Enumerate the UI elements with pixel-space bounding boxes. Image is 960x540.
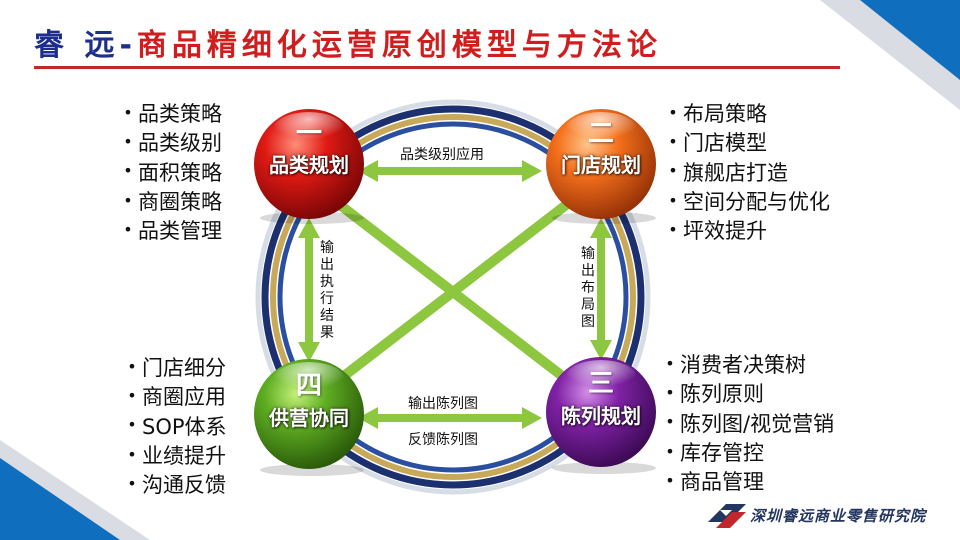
node-3-list: 消费者决策树 陈列原则 陈列图/视觉营销 库存管控 商品管理 [660, 351, 834, 497]
node-3-name: 陈列规划 [561, 404, 641, 428]
sphere-4 [254, 359, 364, 476]
list-item: 门店细分 [122, 354, 227, 383]
arrow-top [358, 160, 542, 182]
logo-mark-icon [708, 504, 746, 528]
title-underline [34, 66, 840, 69]
list-item: 商圈策略 [118, 188, 222, 217]
list-item: 门店模型 [663, 129, 830, 158]
title-main: 商品精细化运营原创模型与方法论 [136, 28, 662, 63]
list-item: 品类策略 [118, 100, 222, 129]
node-1-name: 品类规划 [269, 153, 349, 177]
list-item: 商品管理 [660, 468, 834, 497]
list-item: 布局策略 [663, 100, 830, 129]
arrow-right [590, 218, 612, 360]
list-item: 空间分配与优化 [663, 188, 830, 217]
node-1-list: 品类策略 品类级别 面积策略 商圈策略 品类管理 [118, 100, 222, 246]
sphere-1 [254, 109, 364, 224]
node-2-number: 二 [587, 119, 614, 149]
background-rings [255, 99, 651, 495]
corner-bottom-left-decoration [0, 440, 150, 540]
logo-text: 深圳睿远商业零售研究院 [750, 507, 927, 525]
institute-logo: 深圳睿远商业零售研究院 [706, 498, 956, 532]
node-4-name: 供营协同 [269, 406, 349, 430]
sphere-2 [546, 109, 656, 224]
edge-label-left: 输出执行结果 [320, 240, 334, 341]
page-title: 睿 远-商品精细化运营原创模型与方法论 [34, 20, 662, 64]
sphere-3 [546, 357, 656, 474]
arrows [298, 160, 612, 429]
list-item: 面积策略 [118, 159, 222, 188]
title-brand: 睿 远- [34, 28, 137, 63]
arrow-bottom [358, 407, 542, 429]
list-item: 沟通反馈 [122, 471, 227, 500]
edge-label-bottom-lower: 反馈陈列图 [408, 432, 478, 448]
list-item: 旗舰店打造 [663, 159, 830, 188]
node-2-name: 门店规划 [561, 153, 641, 177]
edge-label-top: 品类级别应用 [400, 147, 484, 163]
list-item: 消费者决策树 [660, 351, 834, 380]
list-item: 陈列图/视觉营销 [660, 410, 834, 439]
list-item: 业绩提升 [122, 442, 227, 471]
node-1-number: 一 [295, 119, 322, 149]
node-3-number: 三 [587, 369, 614, 399]
node-4-number: 四 [295, 371, 322, 401]
list-item: SOP体系 [122, 413, 227, 442]
list-item: 商圈应用 [122, 383, 227, 412]
node-2-list: 布局策略 门店模型 旗舰店打造 空间分配与优化 坪效提升 [663, 100, 830, 246]
corner-top-right-decoration [820, 0, 960, 110]
arrow-diagonal-2 [316, 187, 590, 397]
list-item: 库存管控 [660, 439, 834, 468]
list-item: 陈列原则 [660, 380, 834, 409]
arrow-left [298, 218, 320, 362]
edge-label-bottom-upper: 输出陈列图 [408, 396, 478, 412]
node-4-list: 门店细分 商圈应用 SOP体系 业绩提升 沟通反馈 [122, 354, 227, 500]
edge-label-right: 输出布局图 [581, 246, 595, 330]
list-item: 品类级别 [118, 129, 222, 158]
list-item: 品类管理 [118, 217, 222, 246]
list-item: 坪效提升 [663, 217, 830, 246]
